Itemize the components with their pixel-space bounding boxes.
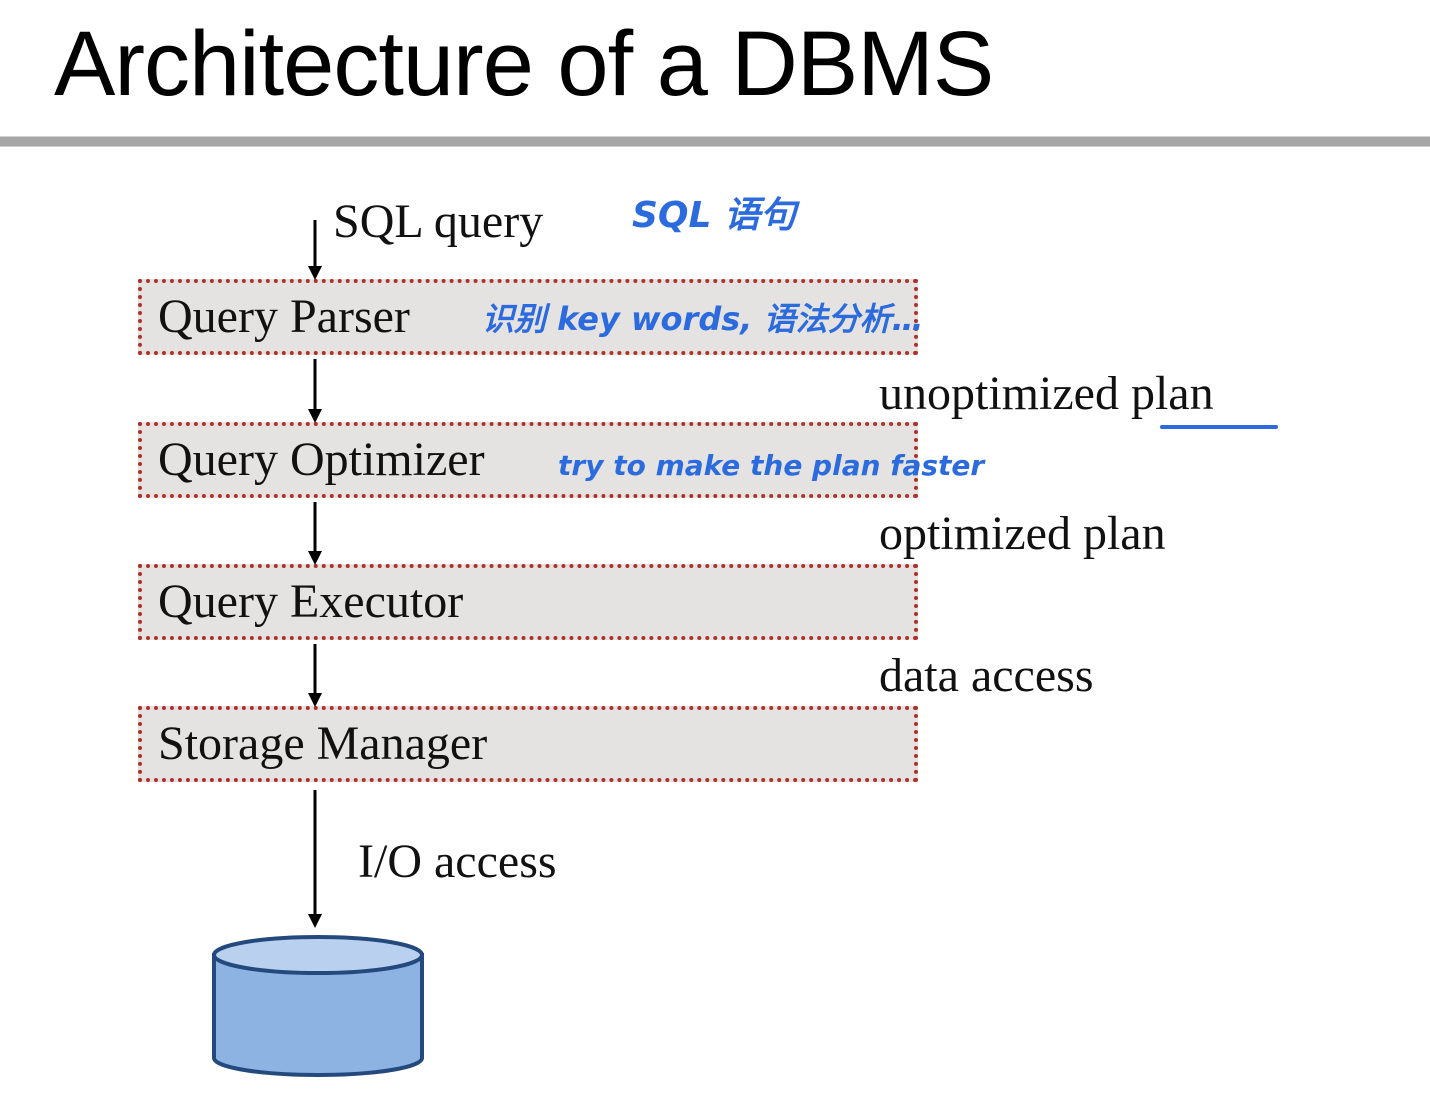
query-optimizer-note: try to make the plan faster xyxy=(558,449,985,482)
query-optimizer-label: Query Optimizer xyxy=(158,433,485,486)
slide-title: Architecture of a DBMS xyxy=(54,13,994,115)
arrow-storage-to-disk xyxy=(308,790,322,928)
arrow-executor-to-storage xyxy=(308,644,322,707)
arrow-sql-to-parser xyxy=(308,220,322,280)
io-access-label: I/O access xyxy=(358,835,557,888)
query-executor-label: Query Executor xyxy=(158,575,464,628)
storage-manager-label: Storage Manager xyxy=(158,717,488,770)
arrow-optimizer-to-executor xyxy=(308,502,322,565)
query-parser-note: 识别 key words, 语法分析… xyxy=(482,300,924,338)
arrow-parser-to-optimizer xyxy=(308,359,322,423)
edge-label-optimized-plan: optimized plan xyxy=(879,507,1166,560)
query-optimizer-box: Query Optimizer try to make the plan fas… xyxy=(138,422,984,498)
query-executor-box: Query Executor xyxy=(138,564,918,640)
title-divider xyxy=(0,136,1430,147)
sql-query-label: SQL query xyxy=(333,195,544,248)
storage-manager-box: Storage Manager xyxy=(138,706,918,782)
sql-handwritten-note: SQL 语句 xyxy=(632,195,797,236)
query-parser-box: Query Parser 识别 key words, 语法分析… xyxy=(138,279,924,355)
database-cylinder-icon xyxy=(212,935,424,1077)
edge-label-data-access: data access xyxy=(879,649,1094,702)
edge-label-unoptimized-plan: unoptimized plan xyxy=(879,367,1214,420)
query-parser-label: Query Parser xyxy=(158,290,410,343)
